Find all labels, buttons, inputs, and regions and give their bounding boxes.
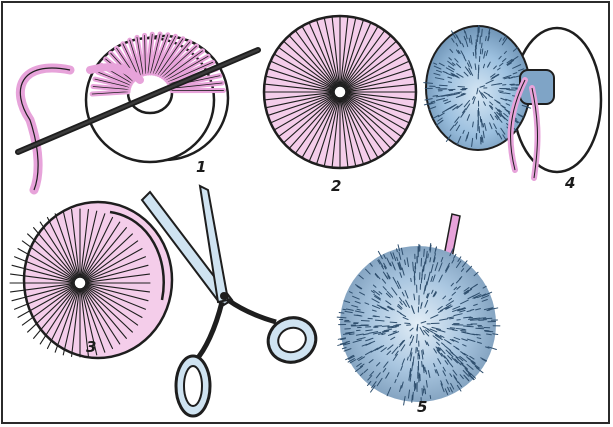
step-label-1: 1	[196, 158, 206, 176]
step-1-winding	[18, 34, 258, 190]
step-5-finished-pompom	[337, 214, 500, 405]
step-3-cutting	[10, 202, 172, 358]
step-label-5: 5	[417, 398, 427, 416]
step-label-4: 4	[565, 174, 575, 192]
step-2-wrapped-ring	[264, 16, 416, 168]
step-label-3: 3	[86, 338, 96, 356]
step-4-tying	[424, 25, 601, 178]
step-label-2: 2	[331, 177, 341, 195]
